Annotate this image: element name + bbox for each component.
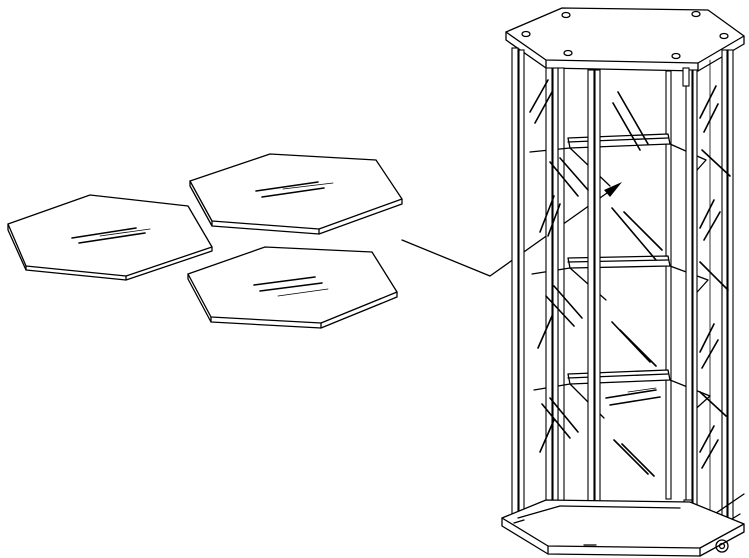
glass-shelf-bottom xyxy=(187,246,398,329)
cabinet-base-plate xyxy=(501,499,745,557)
cabinet-front-posts xyxy=(511,47,734,541)
display-cabinet xyxy=(501,7,745,557)
cabinet-top-plate xyxy=(505,7,745,72)
leader-arrow xyxy=(401,182,622,277)
glass-shelf-left xyxy=(7,194,213,281)
glass-shelf-top xyxy=(189,153,403,235)
glass-reflections xyxy=(529,79,731,477)
